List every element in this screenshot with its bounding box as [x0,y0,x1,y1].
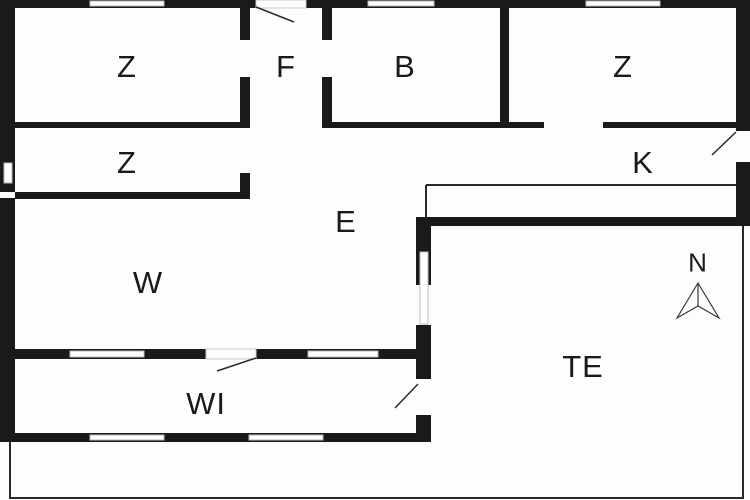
wall-segment [416,217,750,226]
door-swing-line [255,6,295,23]
wall-segment [15,192,250,199]
wall-segment [500,0,509,128]
north-arrow-icon [675,281,721,320]
compass-north-label: N [688,247,708,278]
wall-segment [0,0,15,192]
wall-segment [0,433,431,442]
room-label-z1: Z [117,49,137,84]
wall-segment [306,0,750,8]
window [307,350,379,358]
window [585,0,661,7]
wall-segment [736,162,750,224]
wall-segment [322,77,332,127]
door-swing-line [216,357,257,372]
door-swings [216,6,737,409]
door-swing-line [711,131,737,156]
window [3,162,13,184]
door-swing-line [394,383,419,409]
wall-segment [240,77,250,127]
windows [3,0,661,441]
window [367,0,435,7]
window [89,434,165,441]
wall-segment [15,122,250,128]
room-label-z3: Z [613,49,633,84]
room-label-b: B [394,49,416,84]
room-label-k: K [632,145,654,180]
room-label-e: E [335,204,357,239]
wall-segment [322,0,332,40]
wall-segment [240,173,250,199]
room-label-te: TE [562,349,604,384]
room-label-wi: WI [186,386,226,421]
wall-segment [322,122,544,128]
window [419,251,429,325]
window [69,350,145,358]
room-label-f: F [276,49,296,84]
door-opening [205,348,257,360]
wall-segment [240,0,250,40]
window [89,0,165,7]
door-opening [255,0,307,9]
room-label-w: W [132,265,164,300]
door-openings [205,0,307,360]
window [248,434,324,441]
wall-segment [603,122,738,128]
wall-segment [0,198,15,441]
terrace-outline [9,184,744,499]
wall-segment [736,0,750,131]
room-label-z2: Z [117,145,137,180]
